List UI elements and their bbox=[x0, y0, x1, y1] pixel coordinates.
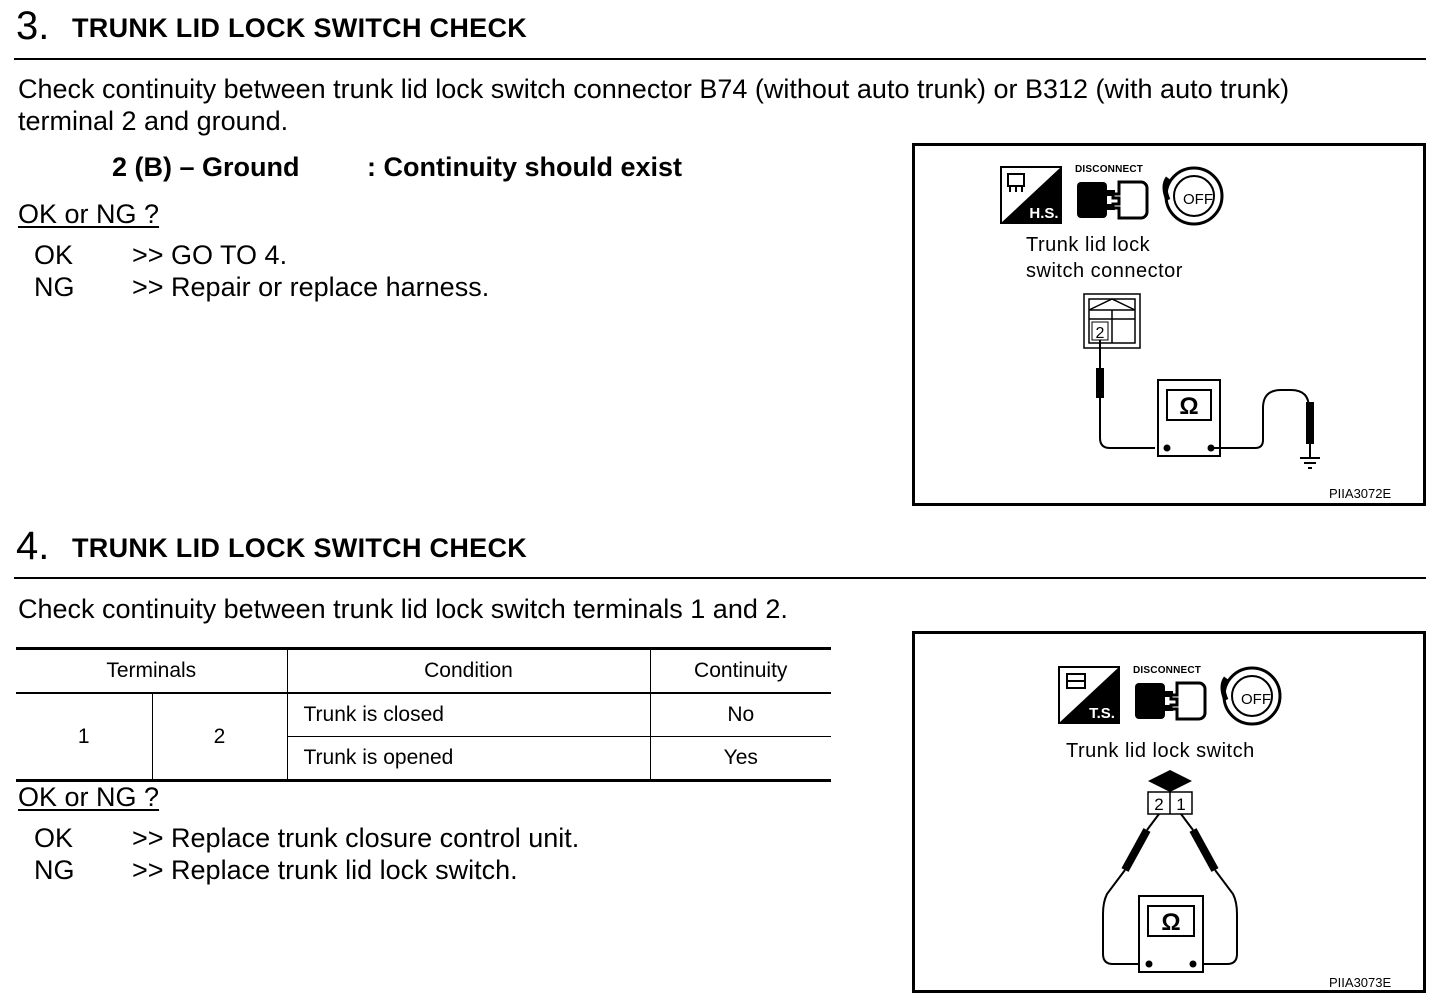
step-3-spec-result: : Continuity should exist bbox=[367, 152, 682, 182]
terminal-b-cell: 2 bbox=[151, 693, 287, 782]
condition-cell: Trunk is opened bbox=[286, 736, 650, 782]
badge-text: T.S. bbox=[1089, 705, 1115, 722]
header-condition: Condition bbox=[286, 647, 650, 694]
ignition-key-off-icon: OFF bbox=[1162, 166, 1224, 226]
figure-id: PIIA3073E bbox=[1329, 975, 1392, 990]
step-3-number: 3. bbox=[16, 4, 50, 48]
step-3-ok-label: OK bbox=[34, 240, 74, 270]
table-row: Trunk is opened Yes bbox=[16, 736, 831, 782]
switch-terminal-1: 1 bbox=[1176, 795, 1185, 814]
step-4-ok-action: >> Replace trunk closure control unit. bbox=[132, 823, 580, 853]
key-off-text: OFF bbox=[1241, 691, 1271, 708]
step-3-figure: H.S. DISCONNECT OFF Trunk lid lock switc… bbox=[912, 143, 1426, 506]
ohm-meter-symbol: Ω bbox=[1161, 909, 1180, 936]
continuity-table: Terminals Condition Continuity 1 2 Trunk… bbox=[16, 647, 831, 782]
ohm-meter-symbol: Ω bbox=[1179, 393, 1198, 420]
table-row: 1 2 Trunk is closed No bbox=[16, 693, 831, 782]
step-4-divider bbox=[14, 577, 1426, 579]
step-3-ng-label: NG bbox=[34, 272, 75, 302]
step-4-ng-action: >> Replace trunk lid lock switch. bbox=[132, 855, 518, 885]
step-3-divider bbox=[14, 58, 1426, 60]
connector-terminal-2: 2 bbox=[1096, 325, 1105, 342]
switch-terminal-2: 2 bbox=[1154, 795, 1163, 814]
continuity-cell: Yes bbox=[649, 736, 831, 782]
figure-label-line2: switch connector bbox=[1026, 260, 1183, 282]
step-3-ok-ng-heading: OK or NG ? bbox=[18, 199, 160, 229]
harness-check-icon: H.S. bbox=[1000, 166, 1062, 224]
step-3-instruction-line2: terminal 2 and ground. bbox=[18, 106, 289, 136]
figure-id: PIIA3072E bbox=[1329, 486, 1392, 501]
badge-text: H.S. bbox=[1029, 205, 1058, 222]
continuity-cell: No bbox=[649, 693, 831, 737]
header-continuity: Continuity bbox=[649, 647, 831, 694]
figure-label-line1: Trunk lid lock bbox=[1026, 234, 1151, 256]
step-3-ng-action: >> Repair or replace harness. bbox=[132, 272, 490, 302]
step-4-ng-label: NG bbox=[34, 855, 75, 885]
terminal-check-icon: T.S. bbox=[1058, 666, 1120, 724]
header-terminals: Terminals bbox=[16, 647, 287, 694]
step-3-spec-terminals: 2 (B) – Ground bbox=[112, 152, 300, 182]
terminal-a-cell: 1 bbox=[16, 693, 152, 782]
step-3-ok-action: >> GO TO 4. bbox=[132, 240, 288, 270]
disconnect-connector-icon bbox=[1077, 180, 1149, 220]
step-4-ok-ng-heading: OK or NG ? bbox=[18, 782, 160, 812]
disconnect-connector-icon bbox=[1135, 681, 1207, 721]
ignition-key-off-icon: OFF bbox=[1220, 666, 1282, 726]
disconnect-caption: DISCONNECT bbox=[1133, 665, 1202, 676]
step-4-instruction: Check continuity between trunk lid lock … bbox=[18, 594, 788, 624]
step-3-title: TRUNK LID LOCK SWITCH CHECK bbox=[72, 13, 528, 43]
figure-label: Trunk lid lock switch bbox=[1066, 740, 1255, 762]
key-off-text: OFF bbox=[1183, 191, 1213, 208]
step-4-title: TRUNK LID LOCK SWITCH CHECK bbox=[72, 533, 528, 563]
switch-continuity-diagram: 2 1 Ω bbox=[1102, 770, 1238, 973]
step-4-number: 4. bbox=[16, 524, 50, 568]
table-header-row: Terminals Condition Continuity bbox=[16, 647, 831, 694]
continuity-wiring-diagram: 2 Ω bbox=[1083, 293, 1320, 469]
condition-cell: Trunk is closed bbox=[286, 693, 650, 737]
step-3-instruction-line1: Check continuity between trunk lid lock … bbox=[18, 74, 1290, 104]
step-4-ok-label: OK bbox=[34, 823, 74, 853]
disconnect-caption: DISCONNECT bbox=[1075, 164, 1144, 175]
step-4-figure: T.S. DISCONNECT OFF Trunk lid lock switc… bbox=[912, 631, 1426, 993]
